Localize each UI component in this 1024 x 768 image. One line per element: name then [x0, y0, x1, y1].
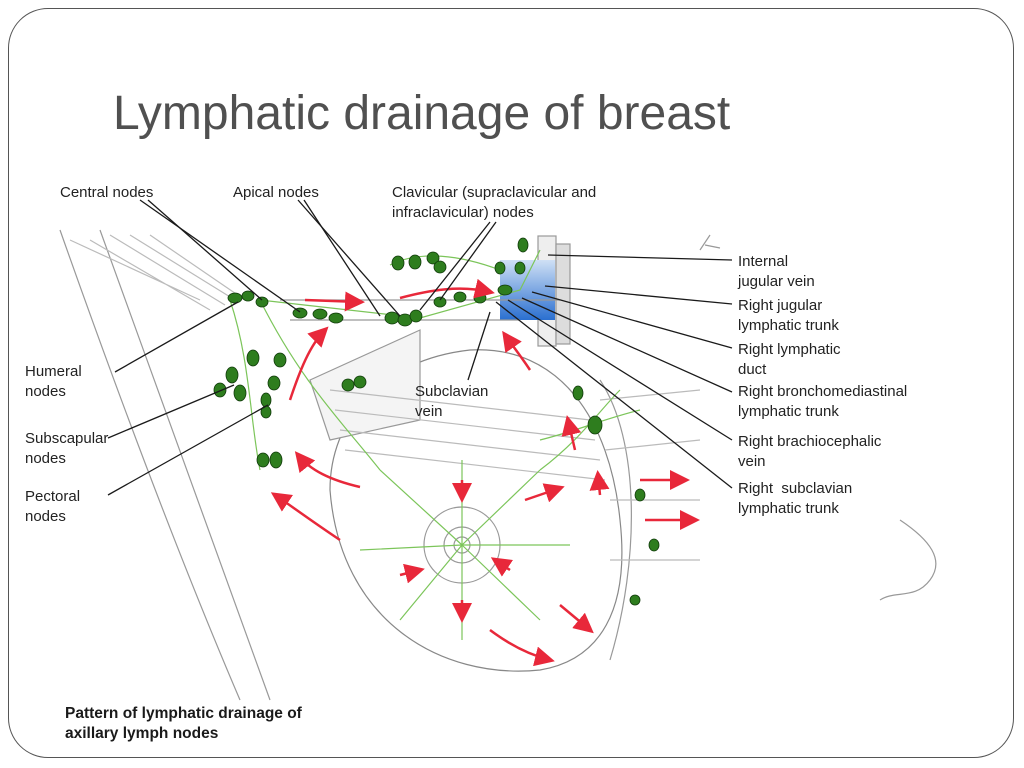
label-central-nodes: Central nodes [60, 184, 154, 201]
label-line: Right brachiocephalic [738, 433, 882, 450]
label-line: Internal [738, 253, 789, 270]
label-line: lymphatic trunk [738, 403, 839, 420]
label-line: Subscapular [25, 430, 109, 447]
caption-line: Pattern of lymphatic drainage of [65, 705, 302, 722]
label-pectoral-nodes: Pectoral nodes [25, 487, 80, 527]
label-line: lymphatic trunk [738, 317, 839, 334]
label-line: Humeral [25, 363, 82, 380]
label-humeral-nodes: Humeral nodes [25, 362, 82, 402]
label-line: duct [738, 361, 767, 378]
figure-caption: Pattern of lymphatic drainage of axillary… [65, 704, 302, 744]
label-line: lymphatic trunk [738, 500, 839, 517]
label-line: Right subclavian [738, 480, 853, 497]
label-line: infraclavicular) nodes [392, 204, 534, 221]
label-clavicular-nodes: Clavicular (supraclavicular and infraclav… [392, 183, 596, 223]
label-right-brachiocephalic-vein: Right brachiocephalic vein [738, 432, 881, 472]
label-line: vein [415, 403, 443, 420]
label-line: Right lymphatic [738, 341, 841, 358]
label-right-lymphatic-duct: Right lymphatic duct [738, 340, 841, 380]
label-line: Right bronchomediastinal [738, 383, 908, 400]
label-right-subclavian-trunk: Right subclavian lymphatic trunk [738, 479, 852, 519]
label-subclavian-vein: Subclavian vein [415, 382, 488, 422]
label-right-bronchomediastinal-trunk: Right bronchomediastinal lymphatic trunk [738, 382, 907, 422]
label-line: Right jugular [738, 297, 823, 314]
label-line: nodes [25, 450, 66, 467]
caption-line: axillary lymph nodes [65, 725, 219, 742]
slide-title: Lymphatic drainage of breast [113, 87, 731, 140]
label-line: nodes [25, 383, 66, 400]
slide-frame [8, 8, 1014, 758]
label-line: Subclavian [415, 383, 489, 400]
label-internal-jugular-vein: Internal jugular vein [738, 252, 815, 292]
leader-lines [107, 199, 733, 496]
label-line: Pectoral [25, 488, 81, 505]
lymph-nodes [213, 237, 660, 606]
label-line: nodes [25, 508, 66, 525]
drainage-arrows [270, 278, 700, 667]
label-apical-nodes: Apical nodes [233, 184, 319, 201]
lymphatic-vessels [229, 249, 641, 640]
label-right-jugular-trunk: Right jugular lymphatic trunk [738, 296, 839, 336]
label-line: vein [738, 453, 766, 470]
label-line: Clavicular (supraclavicular and [392, 184, 597, 201]
label-line: jugular vein [738, 273, 815, 290]
label-subscapular-nodes: Subscapular nodes [25, 429, 108, 469]
